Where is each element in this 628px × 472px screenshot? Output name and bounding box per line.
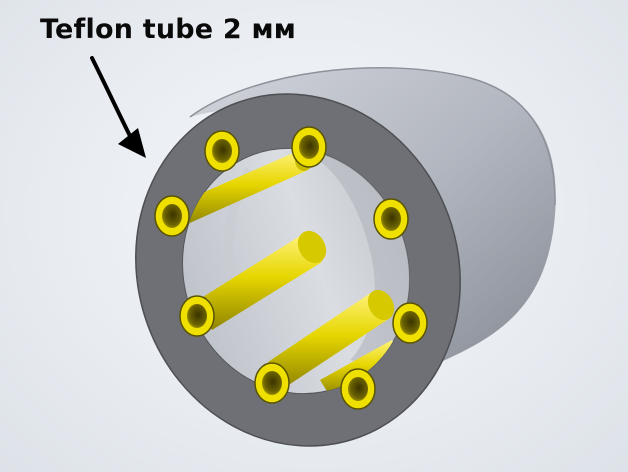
rod-4 — [320, 340, 402, 396]
rod-2 — [195, 230, 327, 330]
annotation-arrow — [90, 56, 146, 158]
tube-hole — [373, 198, 409, 240]
annotation-label: Teflon tube 2 мм — [40, 14, 297, 45]
tube-hole — [204, 130, 240, 172]
tube-holes — [154, 126, 428, 410]
tube-hole — [179, 295, 215, 337]
cylinder-top-edge — [189, 67, 556, 206]
tube-hole — [392, 302, 428, 344]
tube-hole — [291, 126, 327, 168]
cylinder-body — [190, 67, 556, 372]
tube-hole — [340, 368, 376, 410]
tube-hole — [254, 362, 290, 404]
tube-hole — [154, 195, 190, 237]
rod-3 — [268, 289, 395, 388]
